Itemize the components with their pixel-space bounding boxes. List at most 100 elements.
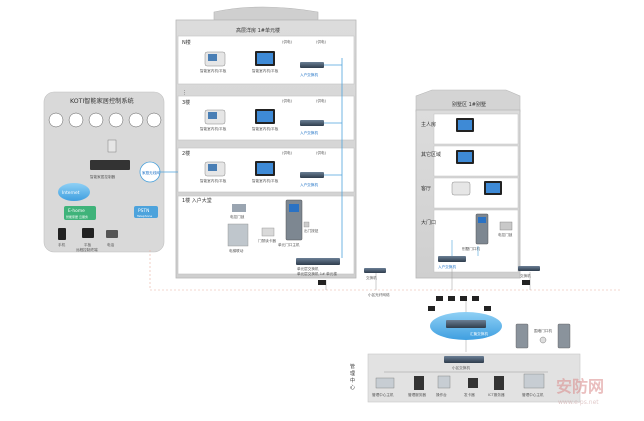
svg-text:智能家居控制器: 智能家居控制器 <box>90 174 116 179</box>
camera-icon <box>539 336 547 344</box>
converter-row <box>428 296 491 311</box>
svg-text:理: 理 <box>350 371 355 377</box>
server-icon <box>414 376 424 390</box>
floor-2-devices: 智能室内机/平板 智能室内机/平板 入户交换机 (供电) (供电) <box>200 150 327 187</box>
card-issuer-icon <box>468 378 478 388</box>
management-center: 管 理 中 心 小区交换机 管理中心主机 管理服务器 操作台 发卡器 ICT服务… <box>350 353 581 403</box>
koti-device-icons <box>48 112 162 128</box>
svg-text:管理中心主机: 管理中心主机 <box>522 392 544 397</box>
room-label-gate: 大门口 <box>421 219 436 226</box>
mgmt-switch-label: 小区交换机 <box>452 365 470 370</box>
svg-text:入户交换机: 入户交换机 <box>300 182 318 187</box>
mgmt-switch-icon <box>444 356 484 363</box>
room-label-master: 主人房 <box>421 121 436 128</box>
building-a: 高层洋房 1#单元楼 N楼 ⋮ 3楼 2楼 1楼 入户大堂 智能室内机/平板 智… <box>175 6 357 279</box>
watermark-url: www.e-ps.net <box>558 399 599 406</box>
svg-text:发卡器: 发卡器 <box>464 392 475 397</box>
ehome-cloud <box>64 206 96 220</box>
wall-gate-stations: 围墙门口机 <box>515 323 571 349</box>
fiber-label: 小区光纤网络 <box>368 292 390 297</box>
svg-text:门禁读卡器: 门禁读卡器 <box>258 238 276 243</box>
svg-text:家庭无线网: 家庭无线网 <box>142 170 160 175</box>
svg-text:电话: 电话 <box>107 242 115 247</box>
floor-label-3: 3楼 <box>182 99 190 106</box>
svg-text:出门按钮: 出门按钮 <box>304 228 319 233</box>
switch-label: 入户交换机 <box>300 72 318 77</box>
svg-text:平板: 平板 <box>84 242 92 247</box>
svg-text:Internet: Internet <box>62 190 80 196</box>
koti-title: KOTI智能家居控制系统 <box>70 97 134 105</box>
light-icon <box>88 112 104 128</box>
svg-text:心: 心 <box>350 384 355 391</box>
svg-text:ICT服务器: ICT服务器 <box>488 392 505 397</box>
svg-text:智能室内机/平板: 智能室内机/平板 <box>252 178 279 183</box>
svg-text:(供电): (供电) <box>282 39 293 44</box>
svg-text:(供电): (供电) <box>316 150 327 155</box>
curtain-icon <box>128 112 144 128</box>
gate-station-icon <box>557 323 571 349</box>
lock-icon <box>499 221 513 231</box>
svg-text:操作台: 操作台 <box>436 392 447 397</box>
elevator-icon <box>227 223 249 247</box>
management-title-1: 管 <box>350 363 355 370</box>
villa-switch-label: 入户交换机 <box>438 264 456 269</box>
host-icon <box>375 377 395 389</box>
switch-icon <box>300 62 324 68</box>
svg-text:电控门锁: 电控门锁 <box>498 232 513 237</box>
svg-text:远程控制终端: 远程控制终端 <box>76 247 98 252</box>
socket-icon <box>108 112 124 128</box>
switch-icon <box>438 256 466 262</box>
svg-text:单元层交换机 1# 单元楼: 单元层交换机 1# 单元楼 <box>297 271 337 276</box>
switch-icon <box>364 268 386 273</box>
floor-3-devices: 智能室内机/平板 智能室内机/平板 入户交换机 (供电) (供电) <box>200 98 327 135</box>
sensor-icon <box>146 112 162 128</box>
server-icon <box>494 376 504 390</box>
indoor-phone-icon <box>451 181 471 196</box>
svg-text:PSTN: PSTN <box>138 208 149 214</box>
room-label-other: 其它区域 <box>421 151 441 158</box>
core-switch-icon <box>446 320 486 328</box>
svg-text:智能室内机/平板: 智能室内机/平板 <box>200 178 227 183</box>
svg-text:交换机: 交换机 <box>520 273 531 278</box>
floor-label-lobby: 1楼 入户大堂 <box>182 197 212 204</box>
svg-text:智能室内机/平板: 智能室内机/平板 <box>200 126 227 131</box>
watermark: 安防网 www.e-ps.net <box>556 377 604 406</box>
smart-hub-icon <box>90 160 130 170</box>
svg-text:智能室内机/平板: 智能室内机/平板 <box>252 126 279 131</box>
svg-text:手机: 手机 <box>58 242 66 247</box>
tablet-icon <box>82 228 94 238</box>
lobby-devices: 电控门锁 电梯联动 门禁读卡器 单元门口主机 出门按钮 单元层交换机 单元层交换… <box>227 199 340 276</box>
unit-switch-icon <box>296 258 340 265</box>
room-label-living: 客厅 <box>421 185 431 192</box>
svg-text:Telephone: Telephone <box>136 214 152 218</box>
switch-icon <box>300 172 324 178</box>
svg-text:电控门锁: 电控门锁 <box>230 214 245 219</box>
gate-label: 围墙门口机 <box>534 328 552 333</box>
wifi-router-icon <box>107 139 117 153</box>
building-a-title: 高层洋房 1#单元楼 <box>236 27 280 34</box>
building-b-title: 别墅区 1#别墅 <box>452 101 486 108</box>
camera-icon <box>48 112 64 128</box>
svg-text:(供电): (供电) <box>316 39 327 44</box>
eye-icon <box>68 112 84 128</box>
building-b: 别墅区 1#别墅 主人房 其它区域 客厅 大门口 别墅门口机 电控门锁 入户交换… <box>415 89 521 279</box>
console-icon <box>437 375 451 389</box>
svg-text:(供电): (供电) <box>316 98 327 103</box>
media-converter-icon <box>522 280 530 285</box>
indoor-label: 智能室内机/平板 <box>200 68 227 73</box>
svg-text:单元门口主机: 单元门口主机 <box>278 242 300 247</box>
floor-n-devices: 智能室内机/平板 智能室内机/平板 入户交换机 (供电) (供电) <box>200 39 327 77</box>
svg-text:入户交换机: 入户交换机 <box>300 130 318 135</box>
floor-label-2: 2楼 <box>182 150 190 157</box>
exit-button-icon <box>303 221 310 228</box>
floor-label-n: N楼 <box>182 39 191 46</box>
koti-panel: KOTI智能家居控制系统 智能家居控制器 Internet E-home 智能家… <box>43 91 165 253</box>
host-icon <box>523 373 545 389</box>
switch-icon <box>518 266 540 271</box>
pstn-box <box>134 206 158 218</box>
svg-text:(供电): (供电) <box>282 150 293 155</box>
svg-text:电梯联动: 电梯联动 <box>229 248 244 253</box>
svg-text:(供电): (供电) <box>282 98 293 103</box>
